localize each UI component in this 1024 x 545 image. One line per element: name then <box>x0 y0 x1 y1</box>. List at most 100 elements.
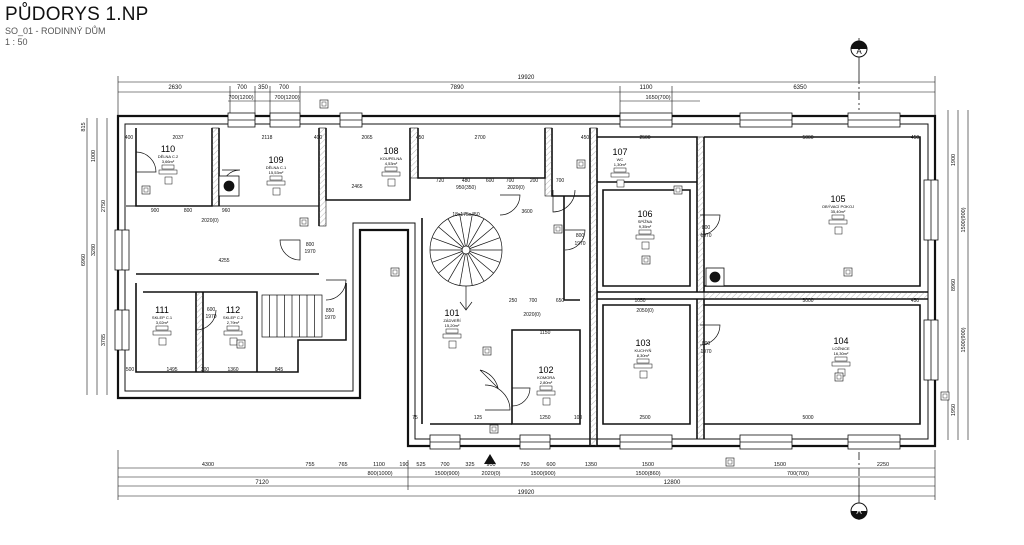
tag-mark-inner <box>491 426 497 432</box>
room-name: KOMORA <box>537 375 555 380</box>
dim-left: 2750 <box>101 200 107 212</box>
room-code-box <box>636 358 650 364</box>
room-area: 2,79m² <box>227 320 240 325</box>
section-marker-top[interactable]: A <box>850 38 868 76</box>
dim-top-1: 7890 <box>450 85 464 91</box>
section-label-top: A <box>856 47 862 56</box>
dim-top-2: 700(1200) <box>274 95 299 101</box>
spiral-staircase[interactable] <box>429 213 503 311</box>
room-code-box <box>539 385 553 391</box>
dim-right: 1500(900) <box>961 327 967 352</box>
room-number: 109 <box>268 155 283 165</box>
room-area: 3,02m² <box>156 320 169 325</box>
dim-inner: 2500 <box>639 415 650 421</box>
room-tag-box <box>387 178 396 187</box>
room-number: 103 <box>635 338 650 348</box>
room-code-box <box>226 325 240 331</box>
tag-mark-inner <box>942 393 948 399</box>
dim-bottom-1: 1350 <box>585 462 597 468</box>
room-name: KOUPELNA <box>380 156 402 161</box>
room-number: 107 <box>612 147 627 157</box>
entrance-marker[interactable] <box>484 454 496 464</box>
dim-bottom-1: 755 <box>305 462 314 468</box>
dim-top-2: 700(1200) <box>228 95 253 101</box>
dim-inner: 480 <box>462 178 471 184</box>
dim-right: 1900 <box>951 154 957 166</box>
room-area: 9,35m² <box>639 224 652 229</box>
dim-inner: 4255 <box>218 258 229 264</box>
room-code-box <box>269 175 283 181</box>
dim-inner: 1050 <box>634 298 645 304</box>
dimension-lines-bottom <box>117 450 936 500</box>
title-block: PŮDORYS 1.NP SO_01 - RODINNÝ DŮM 1 : 50 <box>5 4 149 48</box>
dim-bottom-1: 2250 <box>877 462 889 468</box>
room-code-box <box>638 229 652 235</box>
room-name: ZÁDVEŘÍ <box>443 318 461 323</box>
dim-bottom-2: 2020(0) <box>482 471 501 477</box>
dim-inner: 950(350) <box>456 185 476 191</box>
dim-bottom-1: 525 <box>416 462 425 468</box>
section-marker-bottom[interactable]: A <box>850 478 868 520</box>
room-tag-box <box>229 337 238 346</box>
room-tag-box <box>272 187 281 196</box>
dim-inner: 2465 <box>351 184 362 190</box>
material-tags <box>141 99 950 467</box>
room-area: 2,80m² <box>540 380 553 385</box>
dim-bottom-2: 1500(860) <box>635 471 660 477</box>
dim-right: 1950 <box>951 404 957 416</box>
room-code-box <box>384 166 398 172</box>
dim-top-1: 2630 <box>168 85 182 91</box>
room-code-box <box>834 356 848 362</box>
dim-bottom-1: 190 <box>399 462 408 468</box>
room-number: 101 <box>444 308 459 318</box>
room-tag-box <box>158 337 167 346</box>
dim-top-1: 6350 <box>793 85 807 91</box>
room-floor-box <box>442 333 462 339</box>
dim-bottom-total: 19920 <box>518 490 535 496</box>
dim-inner: 250 <box>509 298 518 304</box>
dim-inner: 1250 <box>539 415 550 421</box>
dimension-lines-top <box>117 76 936 130</box>
dim-right: 1500(900) <box>961 207 967 232</box>
dim-inner: 400 <box>314 135 323 141</box>
dim-inner: 2065 <box>361 135 372 141</box>
room-number: 108 <box>383 146 398 156</box>
dim-bottom-1: 325 <box>465 462 474 468</box>
tag-mark-inner <box>238 341 244 347</box>
room-code-box <box>155 325 169 331</box>
dim-bottom-3: 12800 <box>664 480 681 486</box>
dim-inner: 500 <box>126 367 135 373</box>
exterior-walls <box>116 114 937 448</box>
dim-bottom-1: 1100 <box>373 462 385 468</box>
tag-mark-inner <box>555 226 561 232</box>
room-name: SPÍŽNA <box>638 219 653 224</box>
dim-inner: 3600 <box>521 209 532 215</box>
room-tag-box <box>616 179 625 188</box>
dim-inner: 100 <box>574 415 583 421</box>
dim-inner: 800 <box>184 208 193 214</box>
dim-inner: 800 <box>576 233 585 239</box>
dim-inner: 2020(0) <box>201 218 219 224</box>
dim-inner: 2037 <box>172 135 183 141</box>
dim-inner: 1970 <box>205 314 216 320</box>
dim-inner: 1970 <box>324 315 335 321</box>
dim-bottom-2: 800(1000) <box>367 471 392 477</box>
straight-staircase[interactable] <box>261 294 323 338</box>
room-floor-box <box>223 330 243 336</box>
room-floor-box <box>536 390 556 396</box>
dim-top-1: 1100 <box>640 85 654 91</box>
dim-inner: 5000 <box>802 415 813 421</box>
